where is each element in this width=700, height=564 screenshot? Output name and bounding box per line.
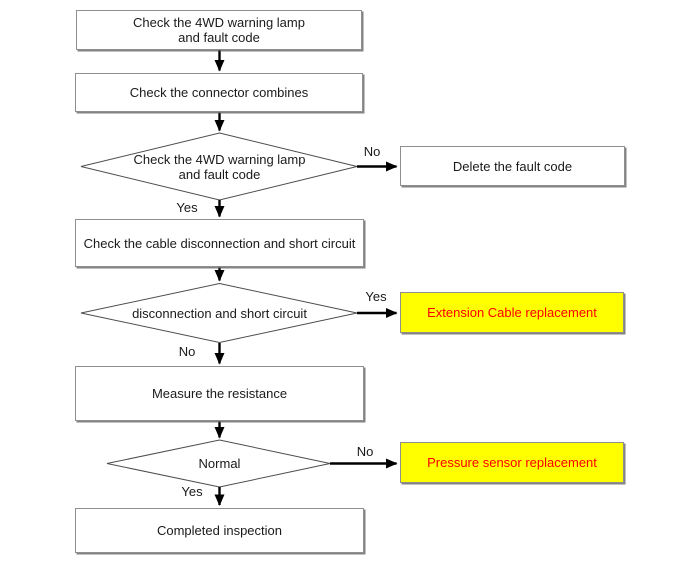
decision2-diamond [80,282,358,344]
node-delete-fault-code: Delete the fault code [400,146,625,186]
decision2-label: disconnection and short circuit [132,305,307,321]
node-pressure-sensor-replacement: Pressure sensor replacement [400,442,624,483]
node-extension-cable-replacement: Extension Cable replacement [400,292,624,333]
decision1-label: Check the 4WD warning lamp and fault cod… [133,152,306,182]
edge-label-decision1-yes: Yes [176,200,198,215]
decision3-label: Normal [198,456,241,471]
node-completed-inspection: Completed inspection [75,508,364,553]
edge-label-decision1-no: No [363,144,381,159]
node-check-warning-lamp-fault-code: Check the 4WD warning lamp and fault cod… [76,10,362,50]
edge-label-decision2-no: No [178,344,196,359]
node-check-connector-combines: Check the connector combines [75,73,363,112]
node-check-cable-disconnection-short-circuit: Check the cable disconnection and short … [75,219,364,267]
edge-label-decision3-no: No [356,444,374,459]
edge-label-decision3-yes: Yes [181,484,203,499]
edge-label-decision2-yes: Yes [365,289,387,304]
node-measure-resistance: Measure the resistance [75,366,364,421]
